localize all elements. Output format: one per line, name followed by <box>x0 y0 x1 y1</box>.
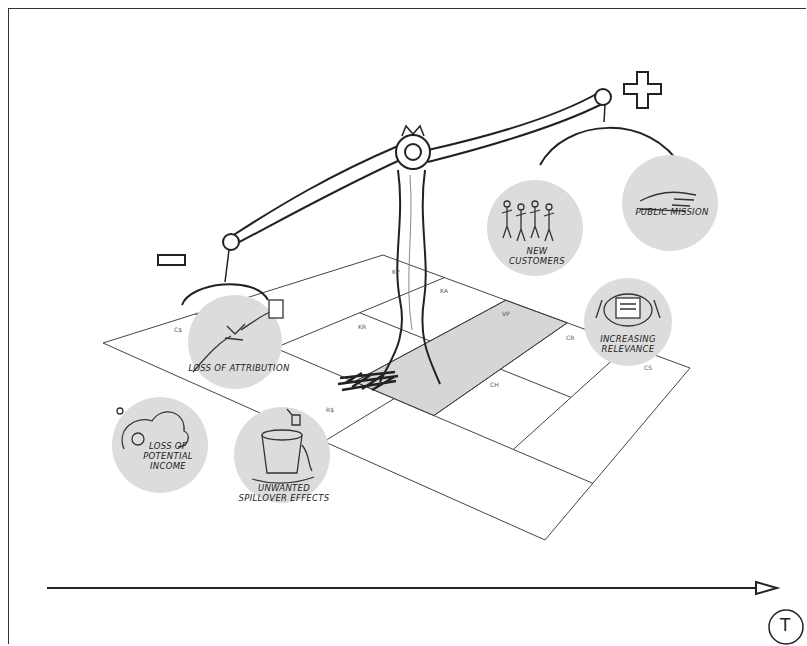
topic-circle: LOSS OF POTENTIAL INCOME <box>112 397 208 493</box>
topic-label: LOSS OF POTENTIAL INCOME <box>142 441 194 471</box>
topic-label: INCREASING RELEVANCE <box>596 334 660 354</box>
topic-circle: UNWANTED SPILLOVER EFFECTS <box>234 407 330 503</box>
pivot-inner <box>405 144 421 160</box>
circle-outline <box>622 155 718 251</box>
circle-fill <box>234 407 330 503</box>
node-icon <box>596 294 660 326</box>
pivot-crown <box>402 126 424 136</box>
pivot <box>396 135 430 169</box>
topic-label: PUBLIC MISSION <box>632 207 712 217</box>
topic-circle: PUBLIC MISSION <box>622 155 718 251</box>
plus-symbol <box>624 72 661 108</box>
circle-fill <box>584 278 672 366</box>
topic-label: NEW CUSTOMERS <box>497 246 577 266</box>
topic-circle: LOSS OF ATTRIBUTION <box>188 295 282 389</box>
topic-circle: INCREASING RELEVANCE <box>584 278 672 366</box>
canvas-cell-label: CH <box>490 381 499 388</box>
time-circle <box>769 610 803 644</box>
circle-fill <box>112 397 208 493</box>
topic-label: UNWANTED SPILLOVER EFFECTS <box>238 483 330 503</box>
node-icon <box>252 409 314 483</box>
topic-circle: NEW CUSTOMERS <box>487 180 583 276</box>
canvas-cell-label: CS <box>644 364 652 371</box>
business-model-canvas <box>103 255 690 540</box>
beam-end <box>223 234 239 250</box>
canvas-cell-label: CR <box>566 334 574 341</box>
topic-label: LOSS OF ATTRIBUTION <box>184 363 294 373</box>
pan-string <box>604 105 605 122</box>
circle-fill <box>487 180 583 276</box>
ground-scribble <box>338 372 398 390</box>
frame-line <box>8 8 806 644</box>
time-label: T <box>780 615 790 635</box>
canvas-cell-label: KR <box>358 323 366 330</box>
node-icon <box>193 300 283 372</box>
pan-string <box>225 250 229 282</box>
beam-end <box>595 89 611 105</box>
canvas-cell-label: KA <box>440 287 448 294</box>
minus-symbol <box>158 255 185 265</box>
arrow-head <box>756 582 777 594</box>
scale-pole <box>380 170 440 384</box>
canvas-cell-label: VP <box>502 310 510 317</box>
circle-outline <box>188 295 282 389</box>
circle-fill <box>188 295 282 389</box>
circle-fill <box>622 155 718 251</box>
time-axis <box>47 587 758 589</box>
canvas-cell-label: C$ <box>174 326 182 333</box>
canvas-cell-label: KP <box>392 268 400 275</box>
node-icon <box>502 201 554 241</box>
canvas-cell-label: R$ <box>326 406 334 413</box>
pole-shading <box>409 175 412 330</box>
